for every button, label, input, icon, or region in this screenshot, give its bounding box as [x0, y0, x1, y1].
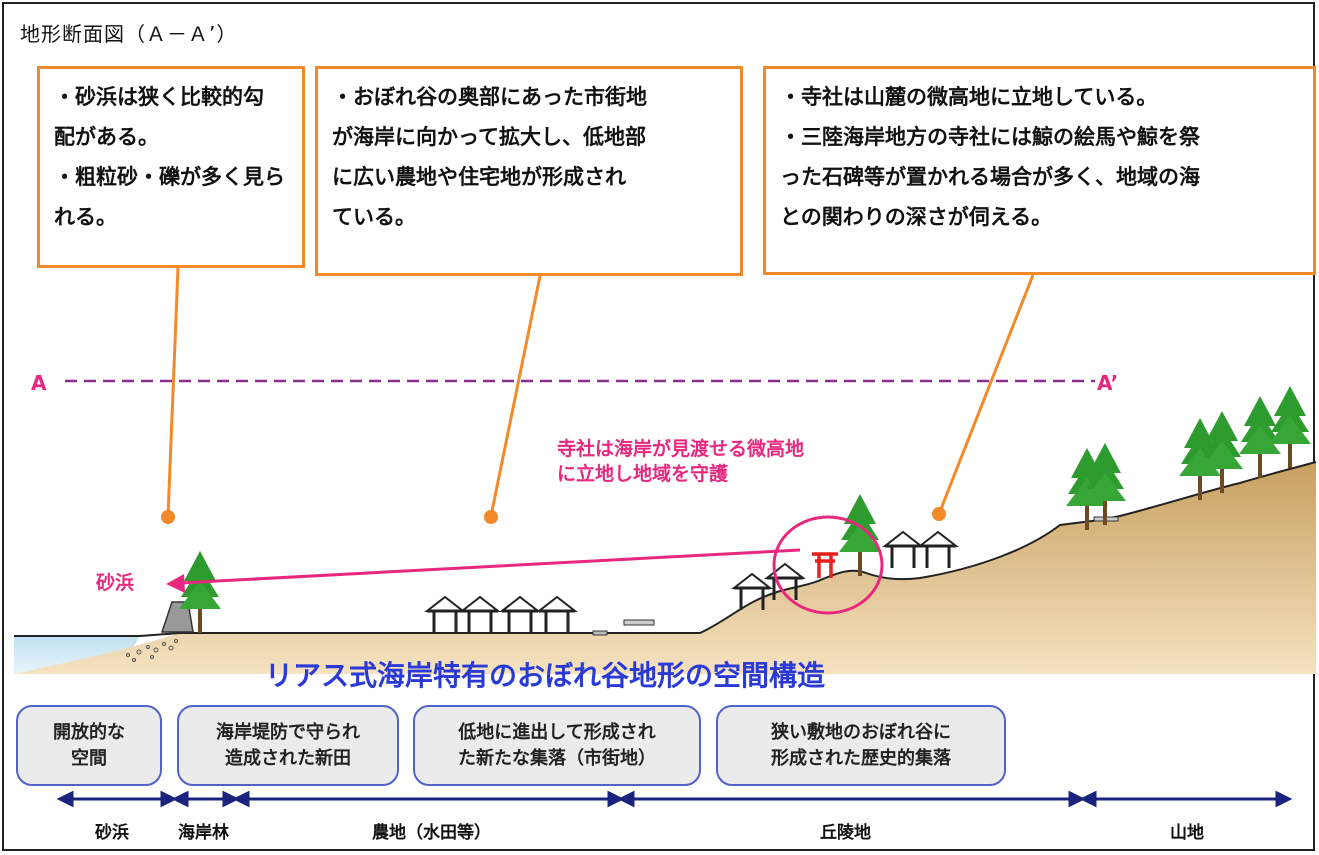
space-type-line: 海岸堤防で守られ — [216, 721, 360, 743]
callout-lowland: ・おぼれ谷の奥部にあった市街地 が海岸に向かって拡大し、低地部 に広い農地や住宅… — [315, 66, 743, 276]
callout-line: ・寺社は山麓の微高地に立地している。 — [780, 85, 1158, 109]
space-type-box: 狭い敷地のおぼれ谷に 形成された歴史的集落 — [716, 705, 1006, 786]
callout-line: れる。 — [54, 205, 117, 229]
tree-icon — [1239, 396, 1281, 478]
diagram-title: 地形断面図（Ａ－Ａ’） — [20, 22, 238, 46]
diagram-caption: リアス式海岸特有のおぼれ谷地形の空間構造 — [265, 659, 826, 692]
ground-line — [14, 461, 1317, 637]
callout-line: が海岸に向かって拡大し、低地部 — [332, 125, 646, 149]
torii-icon — [812, 552, 838, 578]
ground-profile — [14, 462, 1316, 674]
space-type-box: 開放的な 空間 — [16, 705, 162, 786]
zone-label-coastal-forest: 海岸林 — [178, 823, 229, 843]
callout-line: に広い農地や住宅地が形成され — [332, 165, 626, 189]
shrine-annotation: 寺社は海岸が見渡せる微高地 に立地し地域を守護 — [557, 437, 804, 487]
road-1 — [623, 619, 655, 626]
zone-label-hills: 丘陵地 — [820, 823, 871, 843]
tree-icon — [1201, 411, 1243, 493]
space-type-box: 低地に進出して形成され た新たな集落（市街地） — [413, 705, 701, 786]
callout-shrine: ・寺社は山麓の微高地に立地している。 ・三陸海岸地方の寺社には鯨の絵馬や鯨を祭 … — [763, 66, 1316, 275]
zone-arrows — [56, 790, 1293, 808]
house-icon — [536, 595, 578, 633]
callout-line: ・粗粒砂・礫が多く見ら — [54, 165, 285, 189]
space-type-line: 開放的な — [53, 721, 125, 743]
drain-1 — [592, 630, 608, 636]
section-start-label: A — [31, 371, 47, 395]
space-type-line: 狭い敷地のおぼれ谷に — [771, 721, 951, 743]
callout-line: った石碑等が置かれる場合が多く、地域の海 — [780, 165, 1200, 189]
zone-label-mountains: 山地 — [1170, 823, 1204, 843]
space-type-line: 形成された歴史的集落 — [771, 747, 951, 769]
callout-line: 配がある。 — [54, 125, 159, 149]
tree-icon — [839, 494, 881, 576]
leader-lines — [166, 267, 1035, 517]
callout-line: ・砂浜は狭く比較的勾 — [54, 85, 264, 109]
house-icon — [882, 530, 924, 568]
space-type-line: た新たな集落（市街地） — [458, 747, 656, 769]
house-icon — [917, 530, 959, 568]
zone-label-beach: 砂浜 — [95, 823, 129, 843]
section-end-label: A’ — [1097, 371, 1119, 395]
callout-beach: ・砂浜は狭く比較的勾 配がある。 ・粗粒砂・礫が多く見ら れる。 — [37, 66, 305, 268]
pebbles — [126, 639, 178, 662]
zone-label-farmland: 農地（水田等） — [372, 823, 491, 843]
house-icon — [459, 595, 501, 633]
callout-line: ている。 — [332, 205, 416, 229]
beach-arrow — [179, 548, 801, 585]
beach-annotation: 砂浜 — [96, 572, 135, 594]
house-icon — [731, 572, 773, 610]
houses — [424, 530, 959, 633]
leader-dots — [161, 507, 946, 524]
house-icon — [499, 595, 541, 633]
space-type-line: 造成された新田 — [225, 747, 351, 769]
shrine-annotation-line: 寺社は海岸が見渡せる微高地 — [557, 438, 805, 460]
house-icon — [424, 595, 466, 633]
callout-line: との関わりの深さが伺える。 — [780, 205, 1053, 229]
beach-arrow-head — [166, 574, 185, 593]
space-type-box: 海岸堤防で守られ 造成された新田 — [177, 705, 399, 786]
shrine-highlight-circle — [772, 515, 884, 615]
tree-icon — [1084, 443, 1126, 525]
space-type-line: 空間 — [71, 747, 107, 769]
shrine-annotation-line: に立地し地域を守護 — [557, 463, 729, 485]
tree-icon — [1269, 386, 1311, 468]
space-type-line: 低地に進出して形成され — [458, 721, 656, 743]
callout-line: ・おぼれ谷の奥部にあった市街地 — [332, 85, 647, 109]
callout-line: ・三陸海岸地方の寺社には鯨の絵馬や鯨を祭 — [780, 125, 1200, 149]
